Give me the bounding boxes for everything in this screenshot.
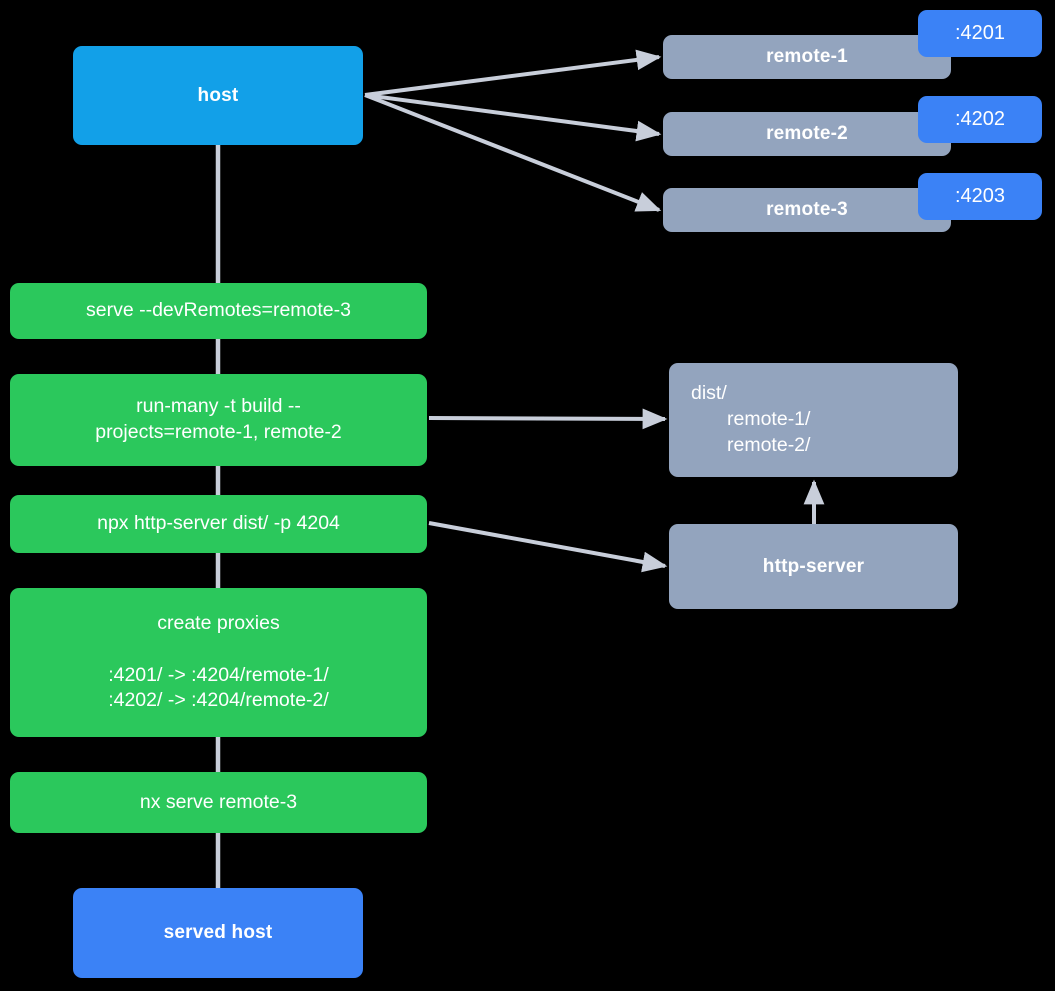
node-remote-2-label: remote-2 (766, 123, 848, 145)
node-dist-child-2: remote-2/ (727, 433, 811, 456)
port-badge-remote-3[interactable]: :4203 (918, 173, 1042, 220)
node-remote-3[interactable]: remote-3 (663, 188, 951, 232)
node-npx-http-server[interactable]: npx http-server dist/ -p 4204 (10, 495, 427, 553)
node-serve-dev-remotes[interactable]: serve --devRemotes=remote-3 (10, 283, 427, 339)
port-badge-remote-2[interactable]: :4202 (918, 96, 1042, 143)
node-create-proxies-line-1: :4201/ -> :4204/remote-1/ (108, 663, 329, 686)
node-remote-2[interactable]: remote-2 (663, 112, 951, 156)
port-badge-remote-1-label: :4201 (954, 22, 1006, 44)
node-http-server-label: http-server (762, 555, 865, 577)
node-served-host[interactable]: served host (73, 888, 363, 978)
edge-npx-to-http-server (428, 521, 668, 573)
node-run-many-build-label: run-many -t build -- projects=remote-1, … (95, 395, 342, 443)
node-dist[interactable]: dist/ remote-1/ remote-2/ (669, 363, 958, 477)
port-badge-remote-3-label: :4203 (954, 185, 1006, 207)
node-http-server[interactable]: http-server (669, 524, 958, 609)
node-served-host-label: served host (163, 922, 273, 944)
edge-host-to-remote-1 (364, 49, 662, 97)
edge-host-to-remote-2 (364, 93, 662, 142)
node-host[interactable]: host (73, 46, 363, 145)
node-nx-serve-remote-3[interactable]: nx serve remote-3 (10, 772, 427, 833)
node-remote-3-label: remote-3 (766, 199, 848, 221)
edge-host-to-remote-3 (364, 93, 662, 212)
node-run-many-build[interactable]: run-many -t build -- projects=remote-1, … (10, 374, 427, 466)
node-host-label: host (197, 84, 239, 106)
node-serve-dev-remotes-label: serve --devRemotes=remote-3 (86, 299, 351, 322)
node-nx-serve-remote-3-label: nx serve remote-3 (139, 790, 298, 813)
port-badge-remote-1[interactable]: :4201 (918, 10, 1042, 57)
node-create-proxies[interactable]: create proxies :4201/ -> :4204/remote-1/… (10, 588, 427, 737)
node-remote-1-label: remote-1 (766, 46, 848, 68)
node-create-proxies-line-2: :4202/ -> :4204/remote-2/ (108, 689, 329, 712)
edge-run-many-to-dist (428, 408, 668, 430)
node-create-proxies-title: create proxies (157, 611, 280, 634)
node-dist-child-1: remote-1/ (727, 408, 811, 431)
node-remote-1[interactable]: remote-1 (663, 35, 951, 79)
port-badge-remote-2-label: :4202 (954, 108, 1006, 130)
node-npx-http-server-label: npx http-server dist/ -p 4204 (97, 512, 340, 535)
node-dist-root: dist/ (691, 382, 727, 405)
